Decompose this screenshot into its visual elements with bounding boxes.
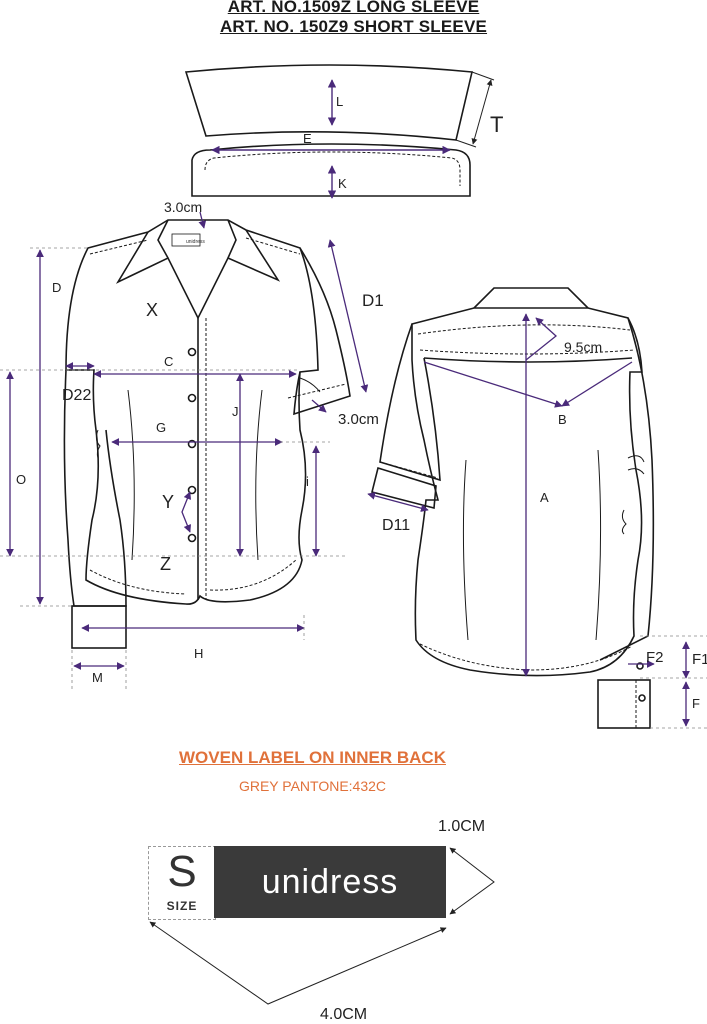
title-short-sleeve: ART. NO. 150Z9 SHORT SLEEVE	[219, 17, 488, 36]
label-3cm-collar: 3.0cm	[164, 199, 202, 215]
label-L: L	[336, 94, 343, 109]
label-A: A	[540, 490, 549, 505]
label-D1: D1	[362, 291, 384, 310]
size-word: SIZE	[166, 899, 198, 913]
label-height-dimension: 1.0CM	[438, 818, 486, 835]
title-long-sleeve: ART. NO.1509Z LONG SLEEVE	[227, 0, 480, 16]
label-Z: Z	[160, 554, 171, 574]
back-shirt	[371, 287, 655, 729]
woven-label-subtitle: GREY PANTONE:432C	[238, 778, 387, 794]
label-D: D	[52, 280, 61, 295]
label-K: K	[338, 176, 347, 191]
label-F: F	[692, 696, 700, 711]
label-F1: F1	[692, 651, 707, 668]
size-letter: S	[167, 847, 197, 896]
collar-stand-piece	[191, 143, 471, 197]
label-E: E	[303, 131, 312, 146]
label-brand-box: unidress	[214, 846, 446, 918]
label-D22: D22	[62, 387, 91, 404]
label-J: J	[232, 404, 239, 419]
label-M: M	[92, 670, 103, 685]
label-H: H	[194, 646, 203, 661]
label-3cm-sleeve: 3.0cm	[338, 411, 379, 428]
label-Y: Y	[162, 492, 174, 512]
label-O: O	[16, 472, 26, 487]
label-i: i	[306, 474, 309, 489]
label-G: G	[156, 420, 166, 435]
label-width-dimension: 4.0CM	[320, 1006, 368, 1023]
label-D11: D11	[382, 517, 410, 534]
collar-top-piece	[184, 64, 473, 141]
label-F2: F2	[646, 649, 664, 666]
collar-logo: unidress	[186, 239, 205, 245]
label-T: T	[490, 112, 503, 137]
woven-label-title: WOVEN LABEL ON INNER BACK	[179, 748, 446, 767]
label-X: X	[146, 300, 158, 320]
label-size-box: S SIZE	[148, 846, 216, 920]
label-B: B	[558, 412, 567, 427]
front-shirt	[63, 219, 351, 649]
label-C: C	[164, 354, 173, 369]
label-9-5cm: 9.5cm	[564, 339, 602, 355]
